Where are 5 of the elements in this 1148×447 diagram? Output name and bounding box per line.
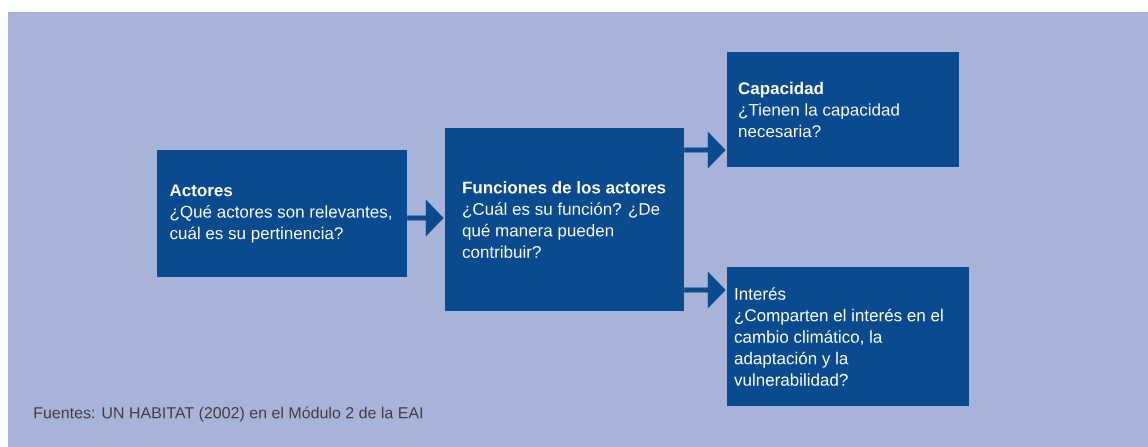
source-note: Fuentes: UN HABITAT (2002) en el Módulo 2 de la EAI (34, 406, 423, 422)
process-box: Interés ¿Comparten el interés en el cambio climático, la adaptación y la vulnerabilidad? (727, 267, 969, 406)
process-box: Funciones de los actores ¿Cuál es su función? ¿De qué manera pueden contribuir? (445, 128, 684, 311)
process-box: Actores ¿Qué actores son relevantes, cuál es su pertinencia? (157, 150, 407, 277)
process-box: Capacidad ¿Tienen la capacidad necesaria? (727, 52, 959, 167)
